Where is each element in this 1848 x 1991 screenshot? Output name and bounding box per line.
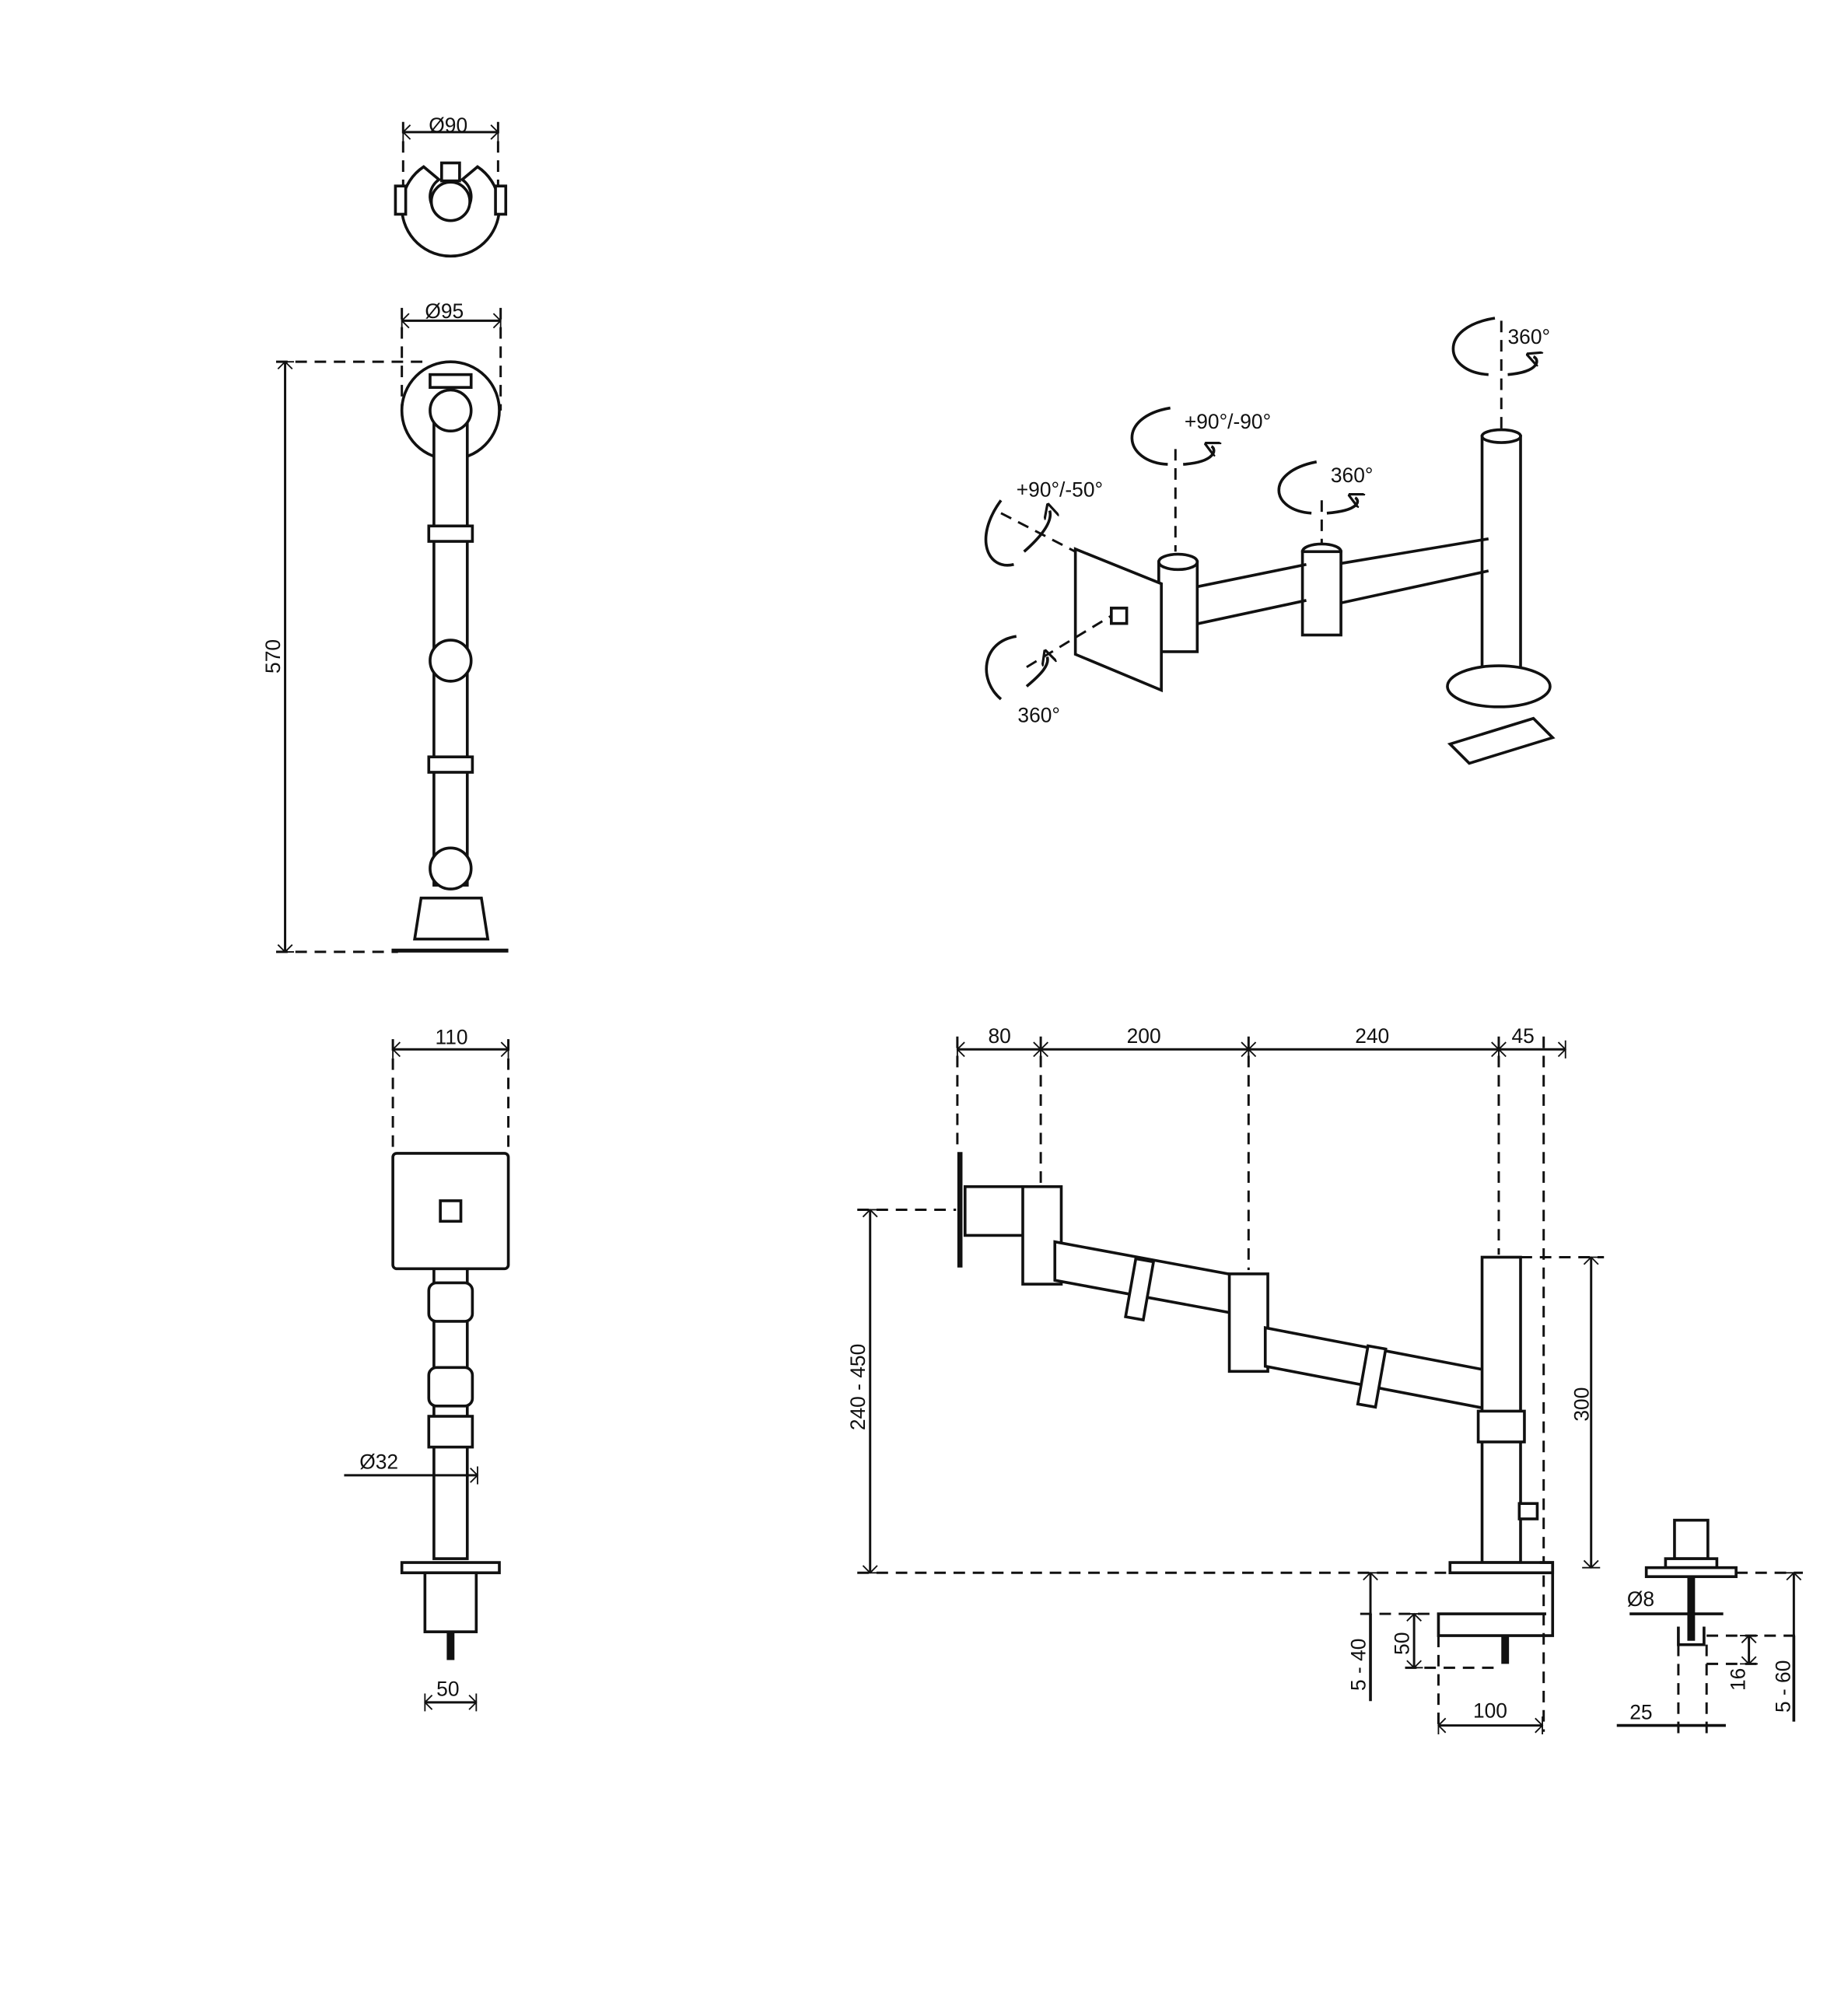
rotation-arrow-icon [1451,317,1536,376]
reach-240-label: 240 [1355,1024,1389,1048]
elbow-joint [1227,1272,1269,1373]
cable-clip [1356,1344,1388,1409]
reach-80-label: 80 [988,1024,1010,1048]
clamp-screw [1501,1636,1510,1664]
pole-height-label: 300 [1570,1387,1593,1422]
pole [1480,435,1522,675]
desk-range-label: 5 - 60 [1771,1660,1794,1713]
axis [1026,614,1112,669]
dim-50-label: 50 [436,1678,459,1701]
tab [394,184,408,216]
rotation-arrow-icon [985,635,1048,701]
bolt-diameter-label: Ø8 [1627,1587,1654,1611]
head-rotation-label: 360° [1017,704,1060,727]
knob [1517,1502,1539,1520]
rotation-arrow-icon [1130,406,1213,466]
clamp-width-label: 100 [1473,1699,1507,1723]
dim-d95-label: Ø95 [425,299,464,323]
reach-200-label: 200 [1127,1024,1161,1048]
pole-section [429,180,471,222]
rotation-arrow-icon [984,499,1051,567]
height-range-label: 240 - 450 [846,1344,870,1430]
clamp-block [413,896,490,941]
rear-arm [1334,537,1489,605]
plate-center [439,1199,463,1223]
clamp-depth-label: 50 [1391,1632,1414,1654]
pole-cap [1480,428,1522,444]
cable-clip [427,524,474,543]
joint [1300,550,1342,637]
iso-view: 360° +90°/-90° 360° +90°/-50° 360° [984,317,1556,765]
pole-stub [1673,1518,1710,1560]
nut-height-label: 16 [1727,1668,1750,1691]
reach-45-label: 45 [1511,1024,1534,1048]
pole-rotation-label: 360° [1508,325,1551,348]
joint-top [1157,552,1199,572]
dim-d90-label: Ø90 [429,114,467,137]
arm-tilt-label: +90°/-90° [1185,410,1271,433]
base-disc [1446,664,1552,709]
dim-d32-label: Ø32 [359,1450,398,1474]
screw [446,1632,455,1660]
cable-clip [427,755,474,774]
lock-knob [439,161,461,183]
column-view: Ø95 570 [261,299,509,954]
dim-570-label: 570 [261,639,285,674]
cable-clip [1124,1257,1156,1322]
collar [427,1415,474,1449]
front-arm [1180,562,1307,628]
lock-knob [429,373,473,389]
clamp [423,1571,478,1633]
clamp-bracket [1437,1561,1555,1637]
front-view: 110 Ø32 50 [344,1026,510,1712]
head-tilt-label: +90°/-50° [1017,478,1103,501]
tilt-joint [427,1366,474,1408]
tilt-joint [427,1281,474,1323]
joint [429,846,473,891]
plate-center [1110,607,1129,625]
base-plate [1448,1561,1555,1575]
clamp-range-label: 5 - 40 [1346,1639,1370,1691]
base-plate [1644,1566,1738,1579]
washer-width-label: 25 [1629,1700,1652,1723]
collar [1476,1409,1526,1443]
dim-110-label: 110 [436,1026,468,1049]
head-tilt [963,1184,1028,1237]
top-view: Ø90 [394,114,508,258]
nut [1677,1626,1706,1646]
head-joint [1157,560,1199,653]
clamp [1447,716,1556,765]
joint [429,639,473,683]
pole-top [429,388,473,433]
rotation-arrow-icon [1277,460,1357,515]
arm-rotation-label: 360° [1331,464,1374,487]
grommet-view: Ø8 16 5 - 60 25 [1616,1518,1803,1735]
side-view: 80 200 240 45 240 - 450 300 5 - 40 50 10… [846,1024,1605,1735]
axis [1000,512,1076,553]
bolt [1687,1576,1696,1641]
base-plate [400,1561,501,1575]
tab [494,184,508,216]
